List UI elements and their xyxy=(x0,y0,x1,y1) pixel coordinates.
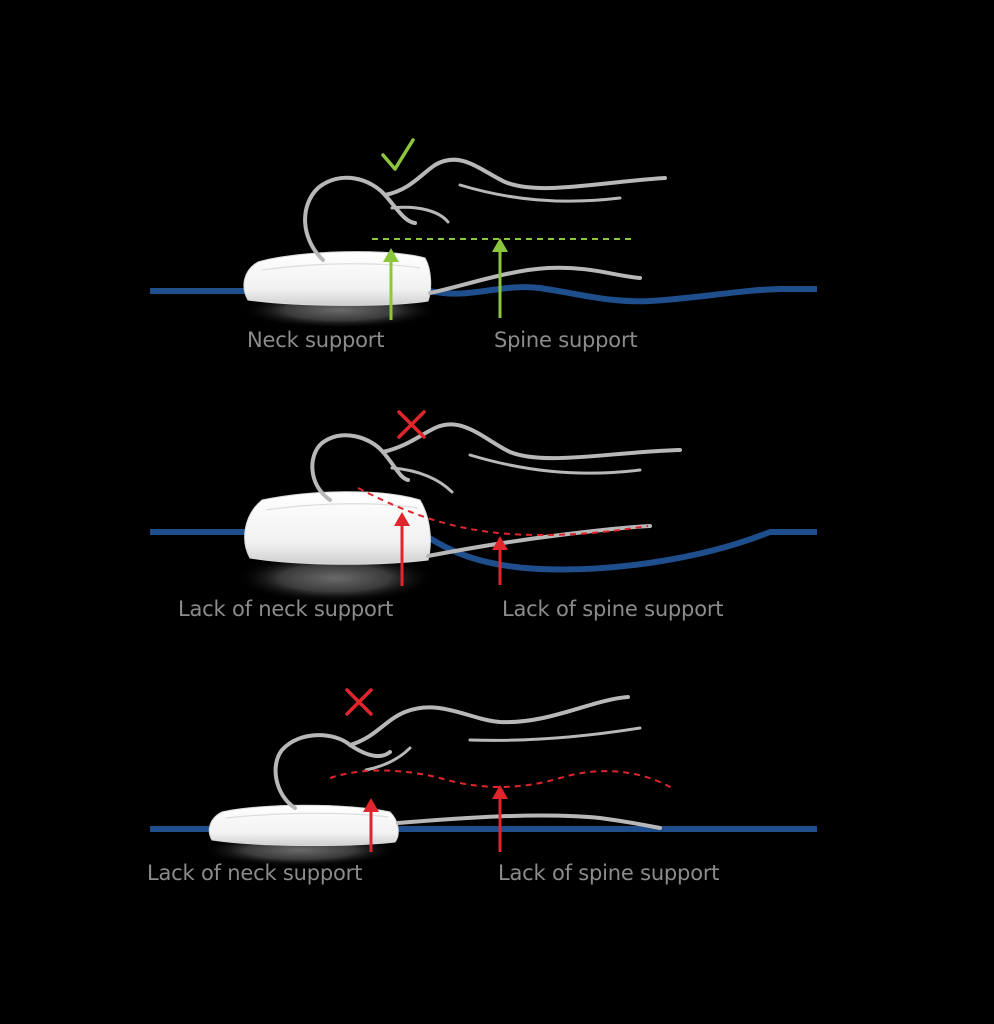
check-icon xyxy=(381,138,415,171)
sleeper-figure xyxy=(273,695,662,830)
spine-support-label: Lack of spine support xyxy=(498,861,720,885)
neck-support-label: Lack of neck support xyxy=(178,597,394,621)
spine-support-arrow xyxy=(492,785,508,852)
cross-icon xyxy=(397,410,426,439)
mattress-line xyxy=(150,284,817,305)
panel-pillow-too-low xyxy=(150,688,817,867)
spine-support-arrow xyxy=(492,238,508,318)
neck-support-label: Neck support xyxy=(247,328,385,352)
neck-support-arrow xyxy=(394,512,410,586)
neck-support-arrow xyxy=(383,248,399,320)
neck-support-label: Lack of neck support xyxy=(147,861,363,885)
neck-support-arrow xyxy=(363,798,379,852)
pillow xyxy=(243,251,432,306)
misalignment-line xyxy=(329,769,673,789)
cross-icon xyxy=(345,688,373,716)
pillow xyxy=(244,491,431,565)
spine-support-label: Spine support xyxy=(494,328,638,352)
panel-pillow-too-high xyxy=(150,410,817,603)
panel-correct-support xyxy=(150,138,817,329)
spine-support-label: Lack of spine support xyxy=(502,597,724,621)
spine-support-arrow xyxy=(492,536,508,585)
misalignment-line xyxy=(357,487,649,537)
mattress-line xyxy=(150,529,817,573)
sleeper-figure xyxy=(303,157,667,295)
pillow-shadow xyxy=(235,553,435,603)
